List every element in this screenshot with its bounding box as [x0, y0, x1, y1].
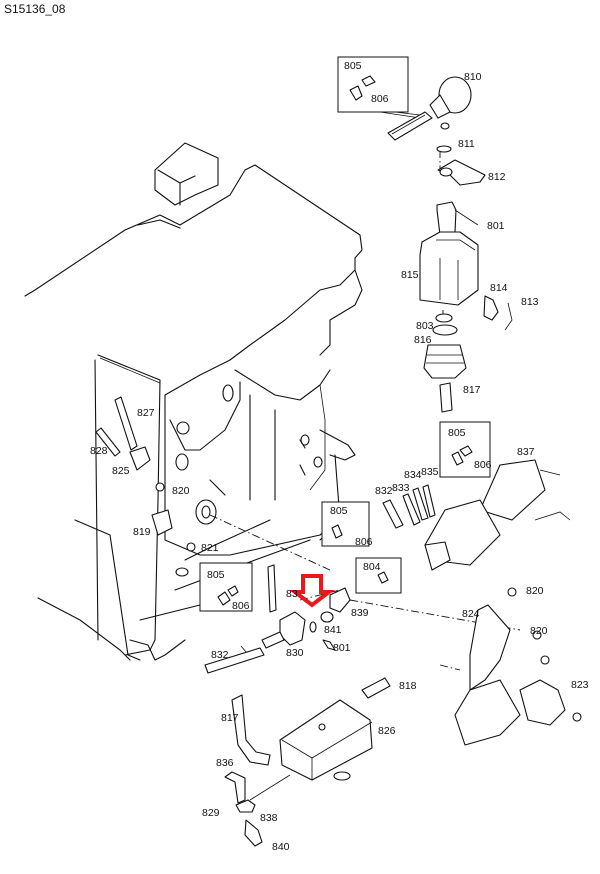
part-label: 836 [216, 757, 234, 769]
part-label: 840 [272, 841, 290, 853]
part-label: 830 [286, 647, 304, 659]
part-label: 833 [392, 482, 410, 494]
part-label: 803 [416, 320, 434, 332]
part-label: 815 [401, 269, 419, 281]
part-label: 813 [521, 296, 539, 308]
part-label: 806 [371, 93, 389, 105]
part-label: 801 [487, 220, 505, 232]
part-label: 806 [474, 459, 492, 471]
part-label: 806 [355, 536, 373, 548]
part-label: 805 [448, 427, 466, 439]
part-label: 805 [207, 569, 225, 581]
part-label: 819 [133, 526, 151, 538]
part-label: 829 [202, 807, 220, 819]
motor-assembly [321, 421, 571, 597]
part-label: 832 [375, 485, 393, 497]
tank-assembly [224, 677, 391, 847]
part-label: 838 [260, 812, 278, 824]
part-label: 841 [324, 624, 342, 636]
part-label: 820 [172, 485, 190, 497]
part-label: 805 [330, 505, 348, 517]
part-label: 835 [421, 466, 439, 478]
part-label: 817 [221, 712, 239, 724]
part-label: 818 [399, 680, 417, 692]
part-label: 826 [378, 725, 396, 737]
part-label: 827 [137, 407, 155, 419]
part-label: 801 [333, 642, 351, 654]
bracket-assembly [454, 604, 582, 746]
part-label: 823 [571, 679, 589, 691]
pump-assembly [337, 56, 513, 413]
part-label: 839 [351, 607, 369, 619]
part-label: 832 [211, 649, 229, 661]
part-label: 821 [201, 542, 219, 554]
part-label: 83 [286, 588, 298, 600]
part-label: 810 [464, 71, 482, 83]
part-label: 828 [90, 445, 108, 457]
left-side-parts [95, 396, 196, 552]
part-label: 817 [463, 384, 481, 396]
part-label: 814 [490, 282, 508, 294]
highlight-arrow [289, 574, 335, 608]
part-label: 834 [404, 469, 422, 481]
part-label: 824 [462, 608, 480, 620]
part-label: 805 [344, 60, 362, 72]
part-label: 812 [488, 171, 506, 183]
part-label: 820 [530, 625, 548, 637]
part-label: 811 [458, 138, 475, 150]
machine-housing [24, 142, 363, 661]
part-label: 816 [414, 334, 432, 346]
part-label: 806 [232, 600, 250, 612]
diagram-id: S15136_08 [4, 2, 66, 16]
part-label: 825 [112, 465, 130, 477]
valve-assembly [199, 562, 351, 674]
part-label: 820 [526, 585, 544, 597]
part-label: 837 [517, 446, 535, 458]
part-label: 804 [363, 561, 381, 573]
